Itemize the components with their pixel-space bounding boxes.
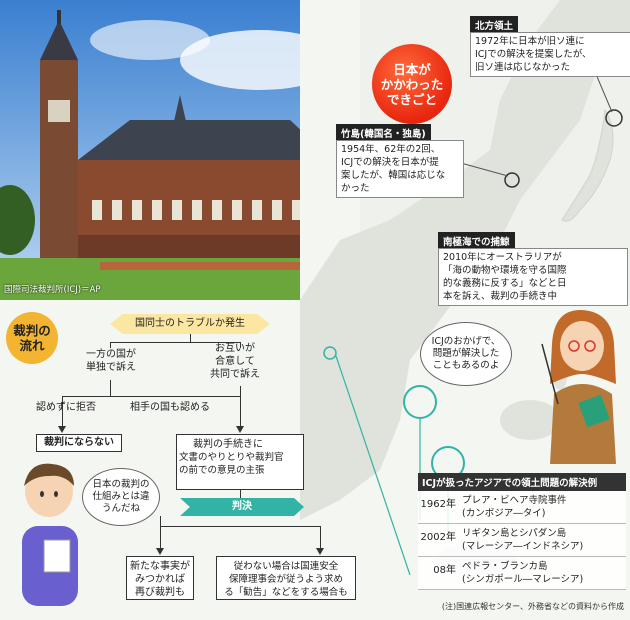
takeshima-line-4: かった — [341, 183, 370, 194]
photo-credit: 国際司法裁判所(ICJ)＝AP — [4, 285, 101, 295]
source-note: (注)国連広報センター、外務省などの資料から作成 — [441, 602, 624, 611]
table-row: 2002年 リギタン島とシパダン島 (マレーシア―インドネシア) — [418, 524, 626, 557]
woman-speech-bubble: ICJのおかげで、 問題が解決した こともあるのよ — [420, 322, 512, 386]
table-title: ICJが扱ったアジアでの領土問題の解決例 — [418, 473, 626, 491]
security-line-1: 従わない場合は国連安全 — [233, 561, 339, 572]
procedure-line-1: 文書のやりとりや裁判官 — [179, 452, 284, 463]
flow-trouble-label: 国同士のトラブルか発生 — [110, 314, 270, 334]
new-facts-line-1: 新たな事実が — [130, 561, 190, 572]
related-events-badge: 日本が かかわった できごと — [372, 44, 452, 124]
new-facts-line-2: みつかれば — [135, 574, 185, 585]
procedure-title: 裁判の手続きに — [193, 439, 263, 450]
north-line-1: 1972年に日本が旧ソ連に — [475, 36, 585, 47]
table-row-year: 08年 — [433, 565, 456, 576]
case-parties: (マレーシア―インドネシア) — [462, 541, 584, 552]
mutual-line-3: 共同で訴え — [210, 369, 260, 380]
security-line-3: る「勧告」などをする場合も — [224, 587, 348, 598]
whaling-callout-title: 南極海での捕鯨 — [438, 232, 515, 250]
takeshima-callout-title: 竹島(韓国名・独島) — [336, 124, 431, 142]
whaling-line-2: 「海の動物や環境を守る国際 — [443, 265, 567, 276]
table-row-year: 2002年 — [420, 532, 456, 543]
flow-one-side: 一方の国が 単独で訴え — [76, 348, 146, 378]
boy-line-1: 日本の裁判の — [92, 479, 150, 490]
flow-judgment: 判決 — [180, 498, 304, 516]
takeshima-callout: 1954年、62年の2回、 ICJでの解決を日本が提 案したが、韓国は応じな か… — [336, 140, 464, 198]
table-row: 08年 ペドラ・ブランカ島 (シンガポール―マレーシア) — [418, 557, 626, 590]
table-row: 1962年 プレア・ビヘア寺院事件 (カンボジア―タイ) — [418, 491, 626, 524]
takeshima-line-2: ICJでの解決を日本が提 — [341, 157, 439, 168]
woman-line-3: こともあるのよ — [432, 360, 500, 371]
procedure-line-2: の前での意見の主張 — [179, 465, 265, 476]
territorial-cases-table: ICJが扱ったアジアでの領土問題の解決例 1962年 プレア・ビヘア寺院事件 (… — [418, 473, 626, 590]
case-parties: (カンボジア―タイ) — [462, 508, 546, 519]
whaling-line-1: 2010年にオーストラリアが — [443, 252, 562, 263]
takeshima-line-1: 1954年、62年の2回、 — [341, 144, 441, 155]
whaling-line-3: 的な義務に反する」などと日 — [443, 278, 567, 289]
flow-title-badge: 裁判の 流れ — [6, 312, 58, 364]
case-name: プレア・ビヘア寺院事件 — [462, 495, 567, 506]
woman-illustration — [541, 309, 616, 464]
table-row-case: ペドラ・ブランカ島 (シンガポール―マレーシア) — [458, 557, 626, 589]
one-side-line-2: 単独で訴え — [86, 362, 136, 373]
one-side-line-1: 一方の国が — [86, 349, 136, 360]
flow-title-line-2: 流れ — [19, 338, 45, 353]
flow-mutual: お互いが 合意して 共同で訴え — [200, 342, 270, 384]
north-line-3: 旧ソ連は応じなかった — [475, 62, 571, 73]
north-callout: 1972年に日本が旧ソ連に ICJでの解決を提案したが、 旧ソ連は応じなかった — [470, 32, 630, 77]
flow-refuse: 認めずに拒否 — [36, 402, 96, 413]
flow-no-trial: 裁判にならない — [36, 434, 122, 452]
table-row-case: プレア・ビヘア寺院事件 (カンボジア―タイ) — [458, 491, 626, 523]
badge-line-1: 日本が — [393, 61, 431, 77]
case-name: リギタン島とシパダン島 — [462, 528, 567, 539]
badge-line-2: かかわった — [380, 76, 444, 92]
woman-line-1: ICJのおかげで、 — [431, 336, 501, 347]
whaling-line-4: 本を訴え、裁判の手続き中 — [443, 291, 558, 302]
flow-procedure: 裁判の手続きに 文書のやりとりや裁判官 の前での意見の主張 — [176, 434, 304, 490]
flow-title-line-1: 裁判の — [13, 323, 51, 338]
flow-security-council: 従わない場合は国連安全 保障理事会が従うよう求め る「勧告」などをする場合も — [216, 556, 356, 600]
table-row-case: リギタン島とシパダン島 (マレーシア―インドネシア) — [458, 524, 626, 556]
mutual-line-1: お互いが — [215, 343, 255, 354]
boy-line-3: うんだね — [101, 503, 140, 514]
new-facts-line-3: 再び裁判も — [135, 587, 185, 598]
boy-speech-bubble: 日本の裁判の 仕組みとは違 うんだね — [82, 468, 160, 526]
whaling-callout: 2010年にオーストラリアが 「海の動物や環境を守る国際 的な義務に反する」など… — [438, 248, 628, 306]
case-parties: (シンガポール―マレーシア) — [462, 574, 584, 585]
boy-illustration — [22, 463, 78, 606]
table-row-year: 1962年 — [420, 499, 456, 510]
flow-new-facts: 新たな事実が みつかれば 再び裁判も — [126, 556, 194, 600]
woman-line-2: 問題が解決した — [432, 348, 500, 359]
security-line-2: 保障理事会が従うよう求め — [228, 574, 343, 585]
north-line-2: ICJでの解決を提案したが、 — [475, 49, 592, 60]
badge-line-3: できごと — [386, 91, 437, 107]
mutual-line-2: 合意して — [215, 356, 255, 367]
boy-line-2: 仕組みとは違 — [92, 491, 150, 502]
flow-accept: 相手の国も認める — [130, 402, 210, 413]
case-name: ペドラ・ブランカ島 — [462, 561, 548, 572]
takeshima-line-3: 案したが、韓国は応じな — [341, 170, 446, 181]
north-callout-title: 北方領土 — [470, 16, 519, 34]
